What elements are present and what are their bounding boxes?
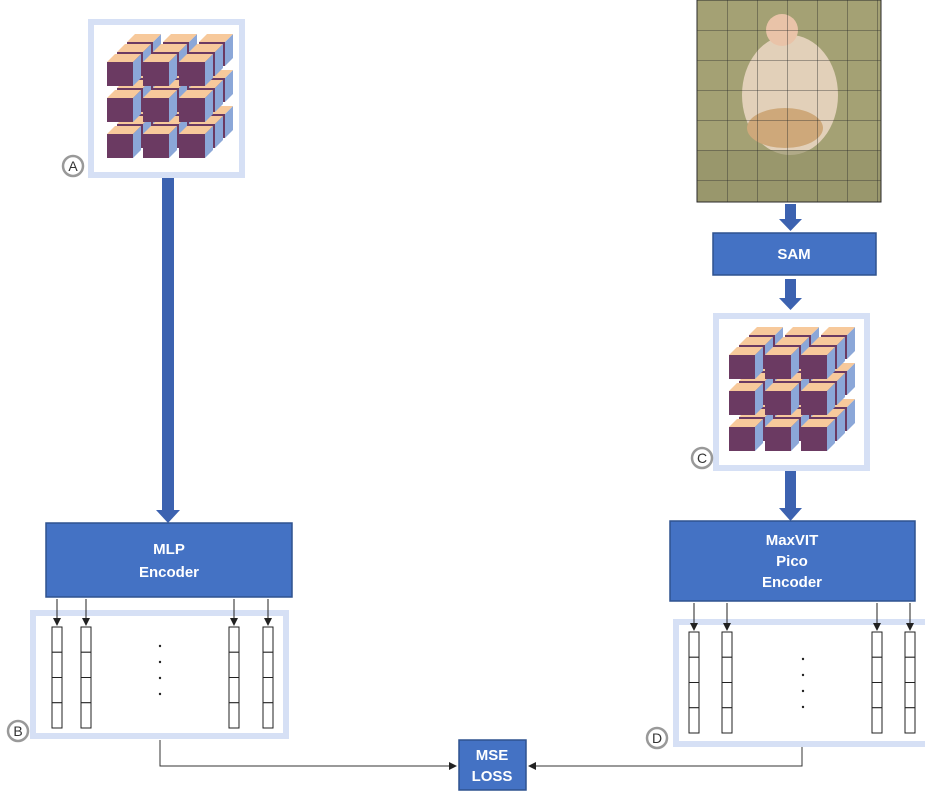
marker-c: C (690, 446, 714, 470)
embedding-frame-b (30, 610, 289, 739)
arrow-a-to-mlp-head (156, 510, 180, 523)
vector-column-icon (228, 599, 240, 729)
embedding-vectors-b (51, 599, 274, 729)
vector-column-icon (721, 603, 733, 734)
vector-column-icon (871, 603, 883, 734)
embedding-frame-d (673, 619, 925, 747)
cube-icon (729, 327, 855, 451)
sam-label: SAM (777, 246, 810, 263)
marker-b: B (6, 719, 30, 743)
vector-column-icon (904, 603, 916, 734)
mlp-encoder-label-1: MLP (153, 541, 185, 558)
cube-frame-a (88, 19, 245, 178)
maxvit-label-3: Encoder (762, 574, 822, 591)
connector-d-to-loss (528, 747, 803, 770)
arrow-cube-to-maxvit (785, 471, 796, 510)
marker-d-label: D (652, 730, 662, 746)
vector-column-icon (688, 603, 700, 734)
maxvit-label-1: MaxVIT (766, 532, 819, 549)
vector-column-icon (80, 599, 92, 729)
marker-b-label: B (13, 723, 22, 739)
marker-c-label: C (697, 450, 707, 466)
mlp-encoder-label-2: Encoder (139, 564, 199, 581)
ellipsis-icon-d (801, 657, 805, 709)
arrow-cube-to-maxvit-head (779, 508, 802, 521)
mse-loss-box: MSE LOSS (458, 739, 527, 791)
connector-b-to-loss (159, 740, 457, 770)
marker-d: D (645, 726, 669, 750)
arrow-sam-to-cube-head (779, 298, 802, 310)
mlp-encoder-box: MLP Encoder (45, 522, 293, 598)
maxvit-label-2: Pico (776, 553, 808, 570)
marker-a: A (61, 154, 85, 178)
photo-icon (696, 0, 882, 203)
embedding-vectors-d (688, 603, 916, 734)
cube-frame-c (713, 313, 870, 471)
arrow-a-to-mlp (162, 178, 174, 513)
arrow-sam-to-cube (785, 279, 796, 300)
arrow-photo-to-sam-head (779, 219, 802, 231)
mse-label-2: LOSS (472, 768, 513, 785)
mse-label-1: MSE (476, 747, 509, 764)
vector-column-icon (262, 599, 274, 729)
ellipsis-icon-b (158, 644, 162, 696)
sam-box: SAM (712, 232, 877, 276)
arrow-photo-to-sam (785, 204, 796, 221)
marker-a-label: A (68, 158, 78, 174)
maxvit-encoder-box: MaxVIT Pico Encoder (669, 520, 916, 602)
cube-icon (107, 34, 233, 158)
vector-column-icon (51, 599, 63, 729)
